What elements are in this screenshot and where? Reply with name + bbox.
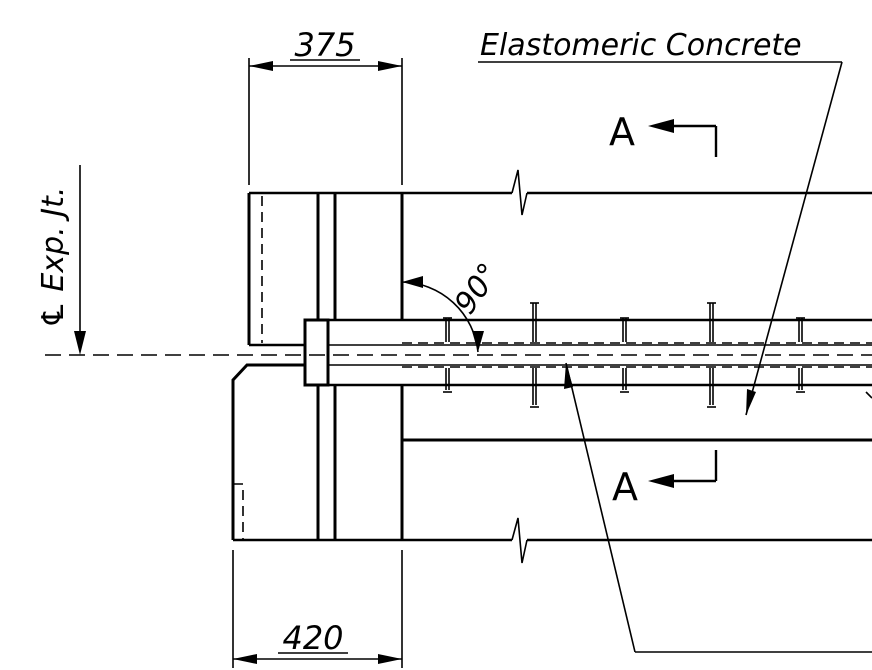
break-line-bottom <box>511 517 528 564</box>
dimension-arrow-right <box>378 61 402 71</box>
dimension-420: 420 <box>232 550 403 668</box>
lower-deck-slab <box>231 363 872 564</box>
dimension-arrow-left <box>249 61 273 71</box>
anchor-stud <box>530 302 539 408</box>
anchor-studs <box>443 302 805 408</box>
elastomeric-concrete-leader <box>745 61 843 416</box>
joint-seal-leader <box>564 362 872 653</box>
dimension-label-375: 375 <box>294 26 355 64</box>
joint-seal-assembly <box>303 318 872 399</box>
anchor-stud <box>796 317 805 393</box>
angle-90-mark: 90° <box>401 257 507 353</box>
centerline-arrow <box>74 331 86 355</box>
anchor-stud <box>707 302 716 408</box>
anchor-stud <box>443 317 452 393</box>
section-mark-top: A <box>609 110 718 157</box>
dimension-arrow-left <box>233 654 257 664</box>
upper-deck-slab <box>247 169 872 347</box>
dimension-375: 375 <box>248 26 403 185</box>
dimension-label-420: 420 <box>282 619 343 657</box>
elastomeric-concrete-note: Elastomeric Concrete <box>478 28 843 416</box>
section-label-top: A <box>609 110 635 154</box>
dimension-arrow-right <box>378 654 402 664</box>
centerline-exp-joint: ℄ Exp. Jt. <box>36 165 872 356</box>
break-line-top <box>511 169 528 216</box>
centerline-label: ℄ Exp. Jt. <box>36 187 71 328</box>
section-mark-bottom: A <box>612 450 718 509</box>
section-arrow-top <box>648 119 674 133</box>
section-arrow-bottom <box>648 474 674 488</box>
elastomeric-concrete-label: Elastomeric Concrete <box>480 28 802 63</box>
section-label-bottom: A <box>612 465 638 509</box>
angle-label: 90° <box>448 257 507 321</box>
anchor-stud <box>620 317 629 393</box>
